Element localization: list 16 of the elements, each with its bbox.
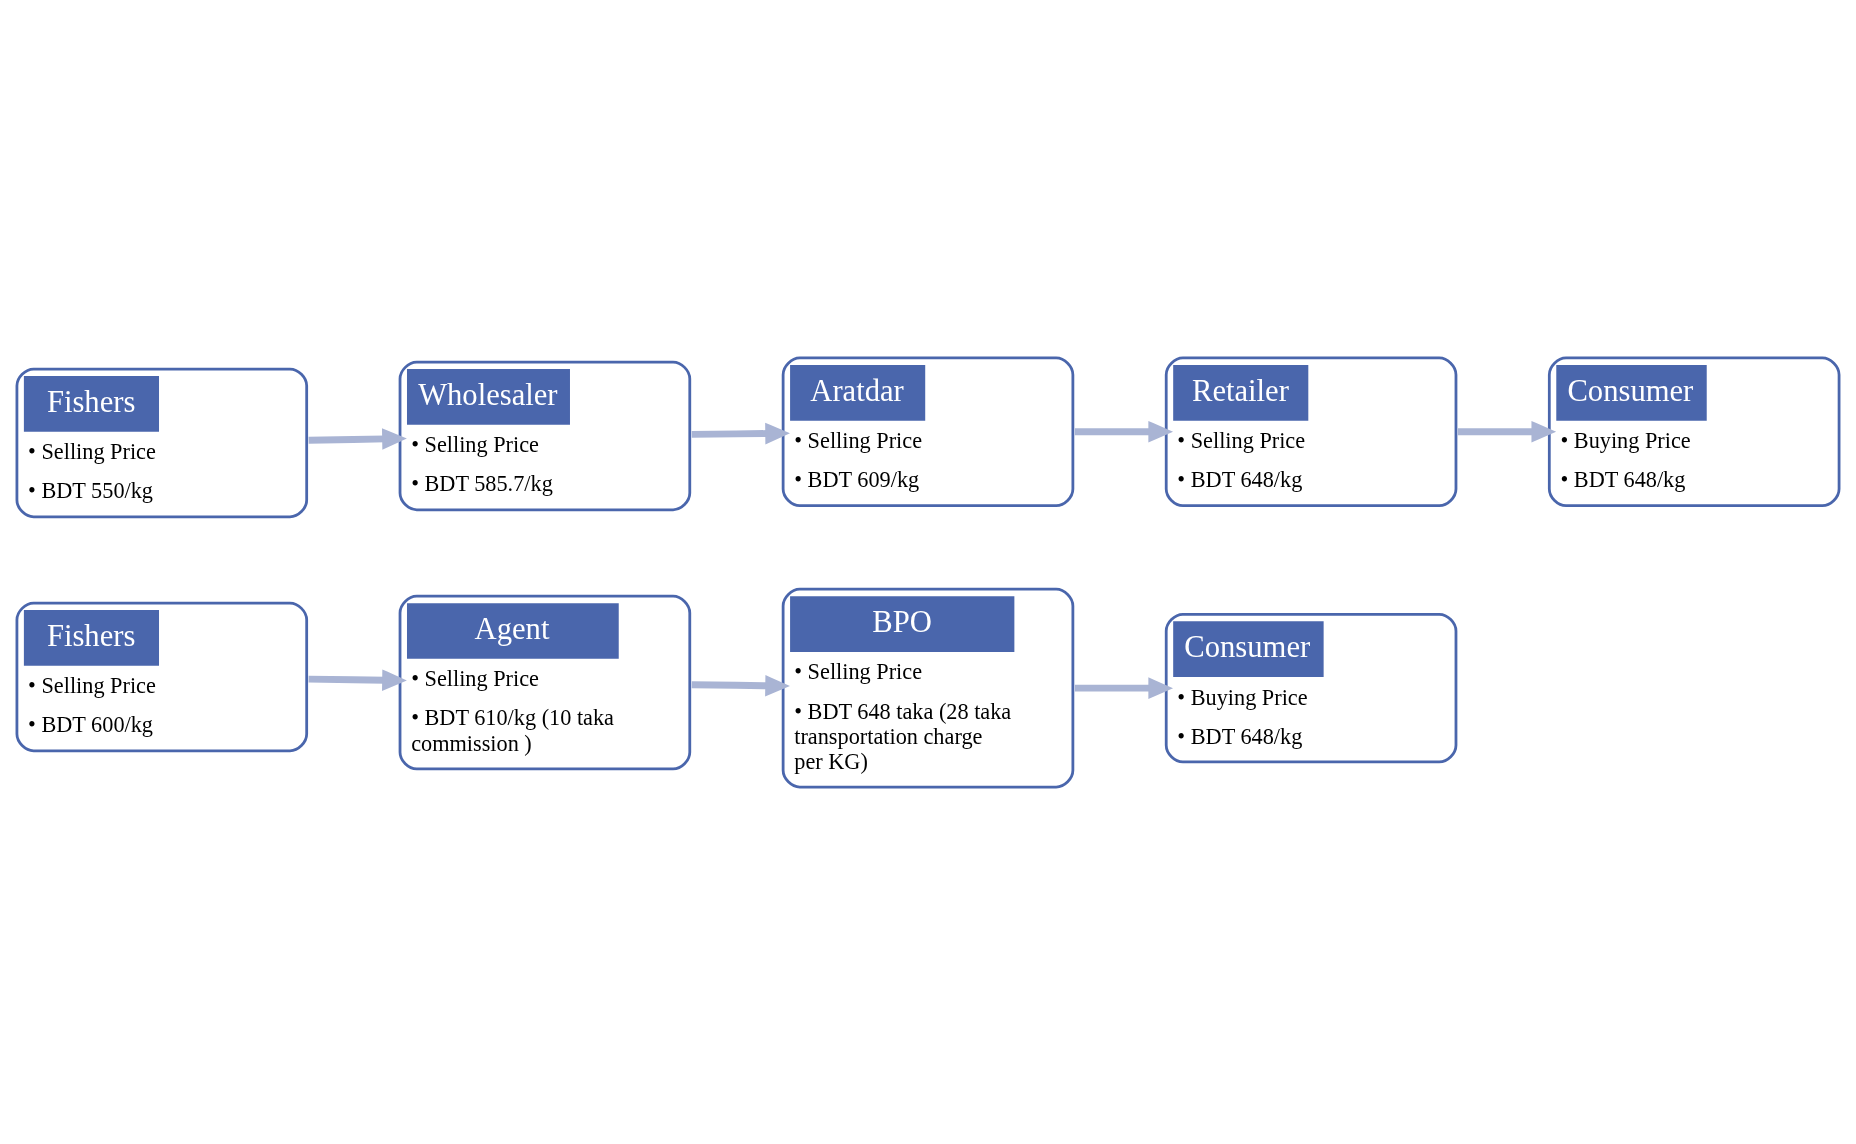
node-box: Wholesaler • Selling Price • BDT 585.7/kg <box>398 360 692 511</box>
node-box: Consumer • Buying Price • BDT 648/kg <box>1164 612 1458 763</box>
arrow <box>691 422 790 444</box>
arrow <box>1074 420 1174 443</box>
arrow <box>1457 420 1557 443</box>
arrow <box>308 668 407 691</box>
node-box: Agent • Selling Price • BDT 610/kg (10 taka commission ) <box>398 594 692 770</box>
arrow <box>1074 676 1174 699</box>
arrow <box>691 674 790 697</box>
node-box: Consumer • Buying Price • BDT 648/kg <box>1547 356 1841 507</box>
node-box: Aratdar • Selling Price • BDT 609/kg <box>781 356 1075 507</box>
node-box: Retailer • Selling Price • BDT 648/kg <box>1164 356 1458 507</box>
arrow <box>308 427 407 450</box>
node-box: BPO • Selling Price • BDT 648 taka (28 taka transportation charge per KG) <box>781 587 1075 788</box>
node-box: Fishers • Selling Price • BDT 550/kg <box>15 367 309 518</box>
node-box: Fishers • Selling Price • BDT 600/kg <box>15 601 309 752</box>
